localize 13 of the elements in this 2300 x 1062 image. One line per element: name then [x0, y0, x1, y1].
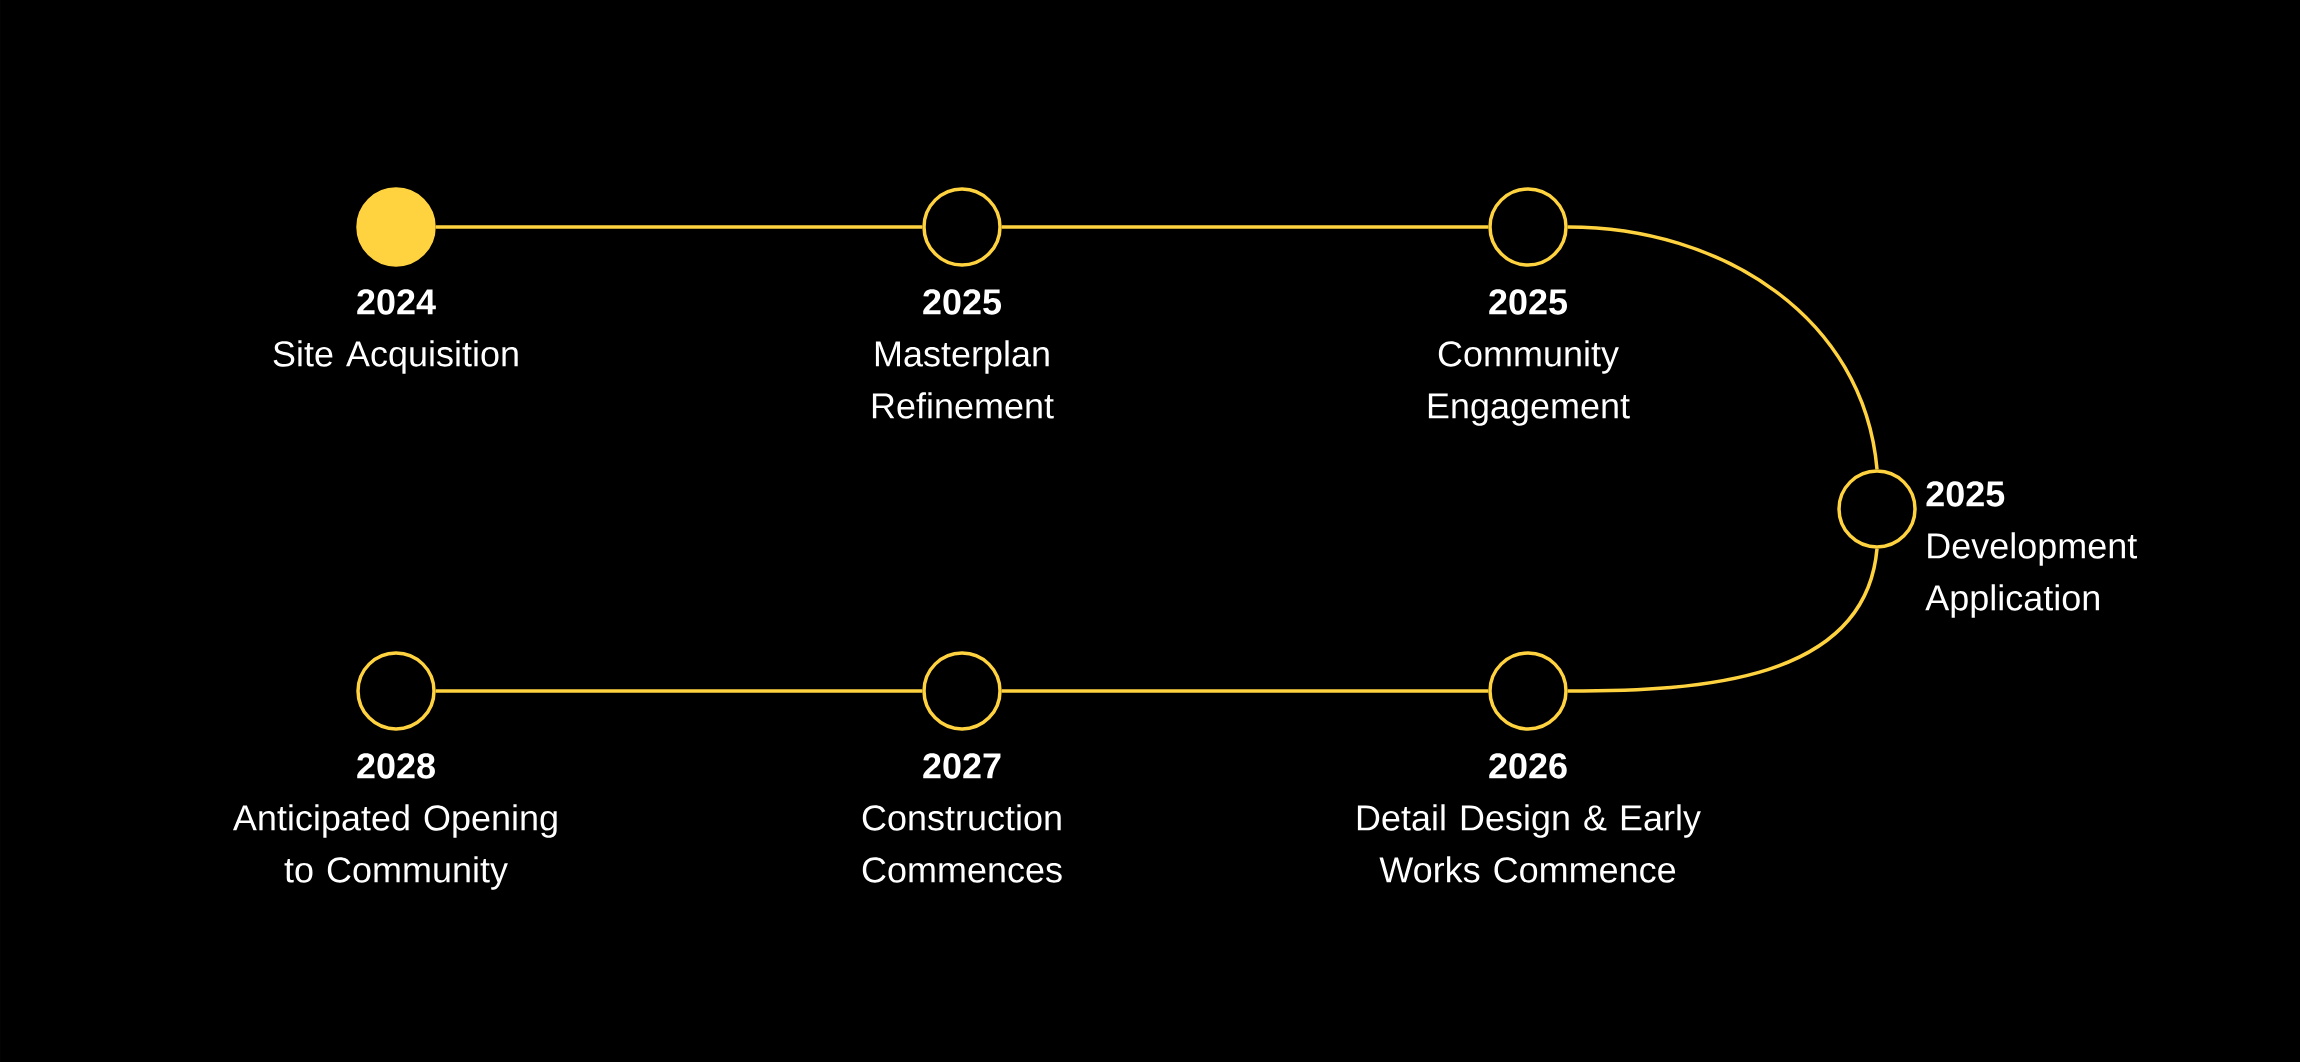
milestone-label: 2027 Construction Commences — [862, 753, 1062, 883]
milestone-label: 2024 Site Acquisition — [273, 289, 518, 374]
milestone-label: 2025 Community Engagement — [1428, 289, 1630, 426]
milestone-label: 2028 Anticipated Opening to Community — [232, 753, 557, 890]
connector-line — [1567, 548, 1879, 693]
connector-line — [1001, 689, 1489, 693]
milestone-label: 2026 Detail Design & Early Works Commence — [1357, 753, 1701, 883]
connector-line — [1001, 225, 1489, 229]
milestone-label: 2025 Development Application — [1925, 481, 2137, 618]
milestone-label: 2025 Masterplan Refinement — [872, 289, 1054, 419]
connector-line — [435, 225, 923, 229]
connector-line — [435, 689, 923, 693]
connector-line — [1567, 225, 1879, 470]
